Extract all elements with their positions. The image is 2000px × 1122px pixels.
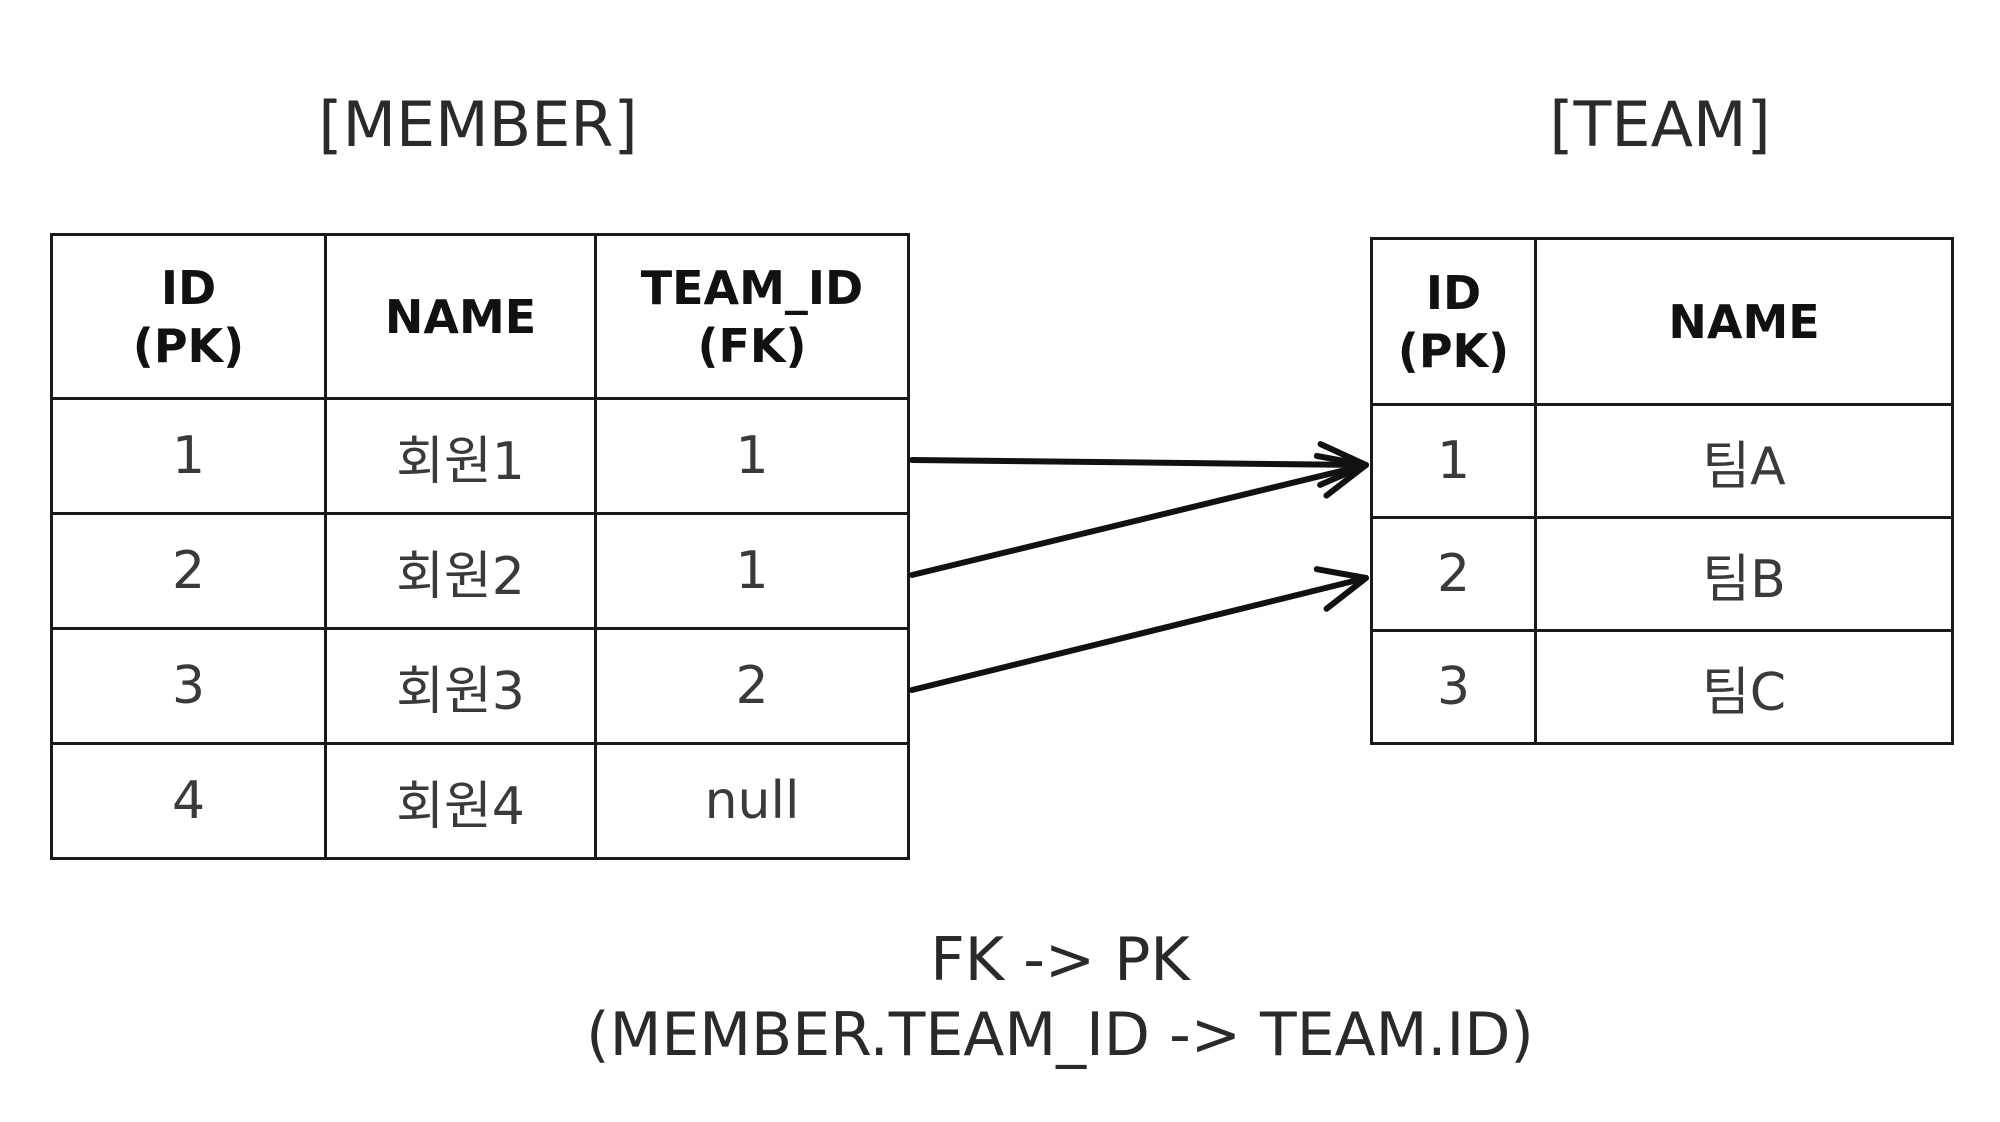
header-key-label: (FK) <box>697 318 807 373</box>
member-cell-team-id: 1 <box>594 397 910 515</box>
team-cell-name: 팀C <box>1534 629 1954 745</box>
arrow-line <box>909 462 1369 578</box>
arrow-line <box>909 575 1369 693</box>
caption-line-1: FK -> PK <box>930 925 1190 995</box>
member-cell-id: 2 <box>50 512 327 630</box>
caption-line-2: (MEMBER.TEAM_ID -> TEAM.ID) <box>586 1000 1534 1070</box>
member-cell-team-id: 1 <box>594 512 910 630</box>
header-key-label: (PK) <box>1397 323 1510 378</box>
team-cell-id: 1 <box>1370 403 1537 519</box>
member-cell-id: 4 <box>50 742 327 860</box>
member-header-team-id: TEAM_ID (FK) <box>594 233 910 400</box>
team-cell-id: 2 <box>1370 516 1537 632</box>
team-row-1: 1 팀A <box>1370 403 1954 519</box>
member-cell-name: 회원4 <box>324 742 597 860</box>
arrow-head-icon <box>1317 441 1369 488</box>
member-header-id: ID (PK) <box>50 233 327 400</box>
relation-arrow-2 <box>909 452 1369 578</box>
member-cell-name: 회원3 <box>324 627 597 745</box>
header-label: NAME <box>384 289 537 344</box>
team-header-id: ID (PK) <box>1370 237 1537 406</box>
team-cell-name: 팀A <box>1534 403 1954 519</box>
member-table: ID (PK) NAME TEAM_ID (FK) 1 회원1 1 2 회원2 … <box>50 233 910 860</box>
member-header-name: NAME <box>324 233 597 400</box>
team-header-row: ID (PK) NAME <box>1370 237 1954 406</box>
team-table: ID (PK) NAME 1 팀A 2 팀B 3 팀C <box>1370 237 1954 745</box>
header-label: ID <box>1425 265 1482 320</box>
team-header-name: NAME <box>1534 237 1954 406</box>
relation-arrow-3 <box>909 566 1369 693</box>
member-cell-name: 회원2 <box>324 512 597 630</box>
team-table-title: [TEAM] <box>1549 88 1771 161</box>
member-cell-name: 회원1 <box>324 397 597 515</box>
header-key-label: (PK) <box>132 318 245 373</box>
header-label: ID <box>160 260 217 315</box>
team-cell-id: 3 <box>1370 629 1537 745</box>
arrow-head-icon <box>1313 566 1369 612</box>
member-row-1: 1 회원1 1 <box>50 397 910 515</box>
member-row-2: 2 회원2 1 <box>50 512 910 630</box>
arrow-line <box>909 457 1369 468</box>
member-cell-team-id: null <box>594 742 910 860</box>
team-cell-name: 팀B <box>1534 516 1954 632</box>
relation-arrow-1 <box>909 441 1369 488</box>
member-cell-id: 1 <box>50 397 327 515</box>
arrow-head-icon <box>1313 452 1369 499</box>
team-row-2: 2 팀B <box>1370 516 1954 632</box>
member-table-title: [MEMBER] <box>318 88 638 161</box>
member-header-row: ID (PK) NAME TEAM_ID (FK) <box>50 233 910 400</box>
header-label: NAME <box>1668 294 1820 349</box>
header-label: TEAM_ID <box>640 260 864 315</box>
member-row-4: 4 회원4 null <box>50 742 910 860</box>
member-cell-team-id: 2 <box>594 627 910 745</box>
member-cell-id: 3 <box>50 627 327 745</box>
team-row-3: 3 팀C <box>1370 629 1954 745</box>
member-row-3: 3 회원3 2 <box>50 627 910 745</box>
